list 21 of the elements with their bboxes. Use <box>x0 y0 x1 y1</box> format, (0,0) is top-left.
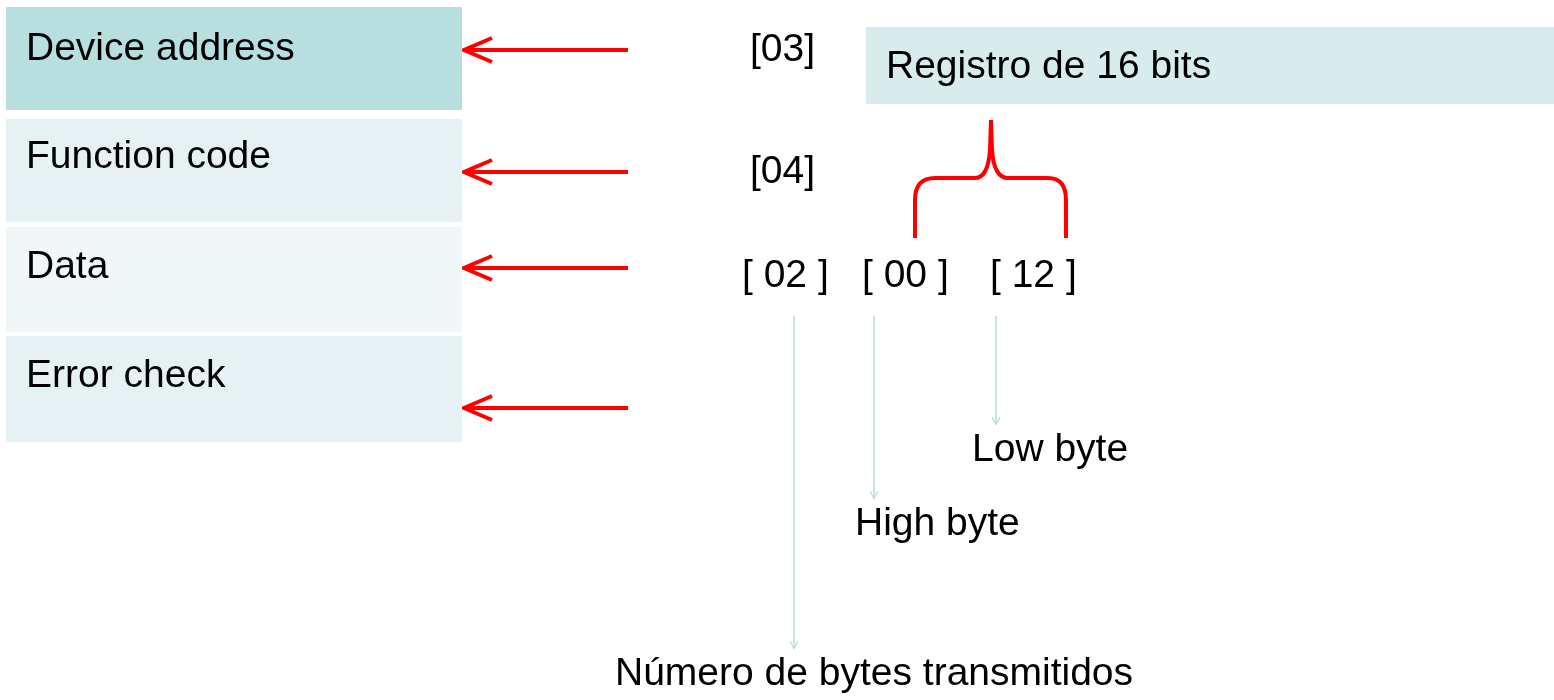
field-label: Data <box>26 243 109 288</box>
field-label: Registro de 16 bits <box>886 43 1212 88</box>
byte-value: [04] <box>750 148 816 193</box>
byte-value: [ 12 ] <box>990 252 1077 297</box>
arrow <box>789 315 799 650</box>
byte-value: [ 00 ] <box>862 252 949 297</box>
description-text: Número de bytes transmitidos <box>615 650 1134 695</box>
field-label: Function code <box>26 133 271 178</box>
arrow <box>991 315 1001 426</box>
field-box <box>6 227 462 332</box>
field-label: Error check <box>26 352 226 397</box>
field-box <box>6 336 462 442</box>
byte-label: High byte <box>855 500 1020 545</box>
arrow <box>869 315 879 500</box>
byte-value: [ 02 ] <box>742 252 829 297</box>
byte-value: [03] <box>750 26 816 71</box>
field-label: Device address <box>26 25 295 70</box>
byte-label: Low byte <box>972 426 1129 471</box>
field-box <box>6 119 462 222</box>
field-box <box>6 7 462 110</box>
register-box <box>866 27 1554 104</box>
